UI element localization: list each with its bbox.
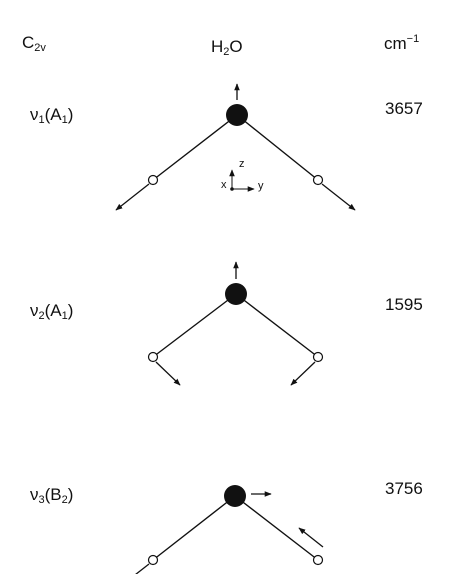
bond-right <box>236 114 319 181</box>
wavenumber-nu3: 3756 <box>385 479 423 498</box>
mode-1-molecule <box>115 83 356 211</box>
mode-label-nu1: ν1(A1) <box>30 105 74 126</box>
mode-label-nu3: ν3(B2) <box>30 485 74 506</box>
oxygen-atom <box>226 104 248 126</box>
displacement-arrow-h-right <box>290 361 316 386</box>
bond-left <box>152 114 238 181</box>
displacement-arrow-h-left <box>115 183 150 211</box>
displacement-arrow-h-right <box>321 183 356 211</box>
bond-right <box>235 293 319 358</box>
wavenumber-nu2: 1595 <box>385 295 423 314</box>
hydrogen-atom-left <box>147 554 159 566</box>
point-group-label: C2v <box>22 33 46 54</box>
hydrogen-atom-left <box>147 174 159 186</box>
displacement-arrow-h-right <box>298 527 324 548</box>
mode-label-nu2: ν2(A1) <box>30 301 74 322</box>
molecule-formula: H2O <box>211 37 243 58</box>
bond-left <box>152 495 236 561</box>
axis-label-z: z <box>239 158 245 170</box>
bond-right <box>234 495 319 561</box>
axis-label-y: y <box>258 180 264 192</box>
wavenumber-nu1: 3657 <box>385 99 423 118</box>
mode-3-molecule <box>135 485 324 574</box>
oxygen-atom <box>224 485 246 507</box>
oxygen-atom <box>225 283 247 305</box>
hydrogen-atom-right <box>312 554 324 566</box>
bond-left <box>152 293 237 358</box>
hydrogen-atom-right <box>312 174 324 186</box>
hydrogen-atom-left <box>147 351 159 363</box>
hydrogen-atom-right <box>312 351 324 363</box>
displacement-arrow-h-left <box>155 361 181 386</box>
unit-label: cm−1 <box>384 33 420 53</box>
axis-label-x: x <box>221 179 227 191</box>
mode-2-molecule <box>147 261 324 386</box>
axis-origin-x <box>230 187 234 191</box>
displacement-arrow-h-left <box>135 563 150 574</box>
